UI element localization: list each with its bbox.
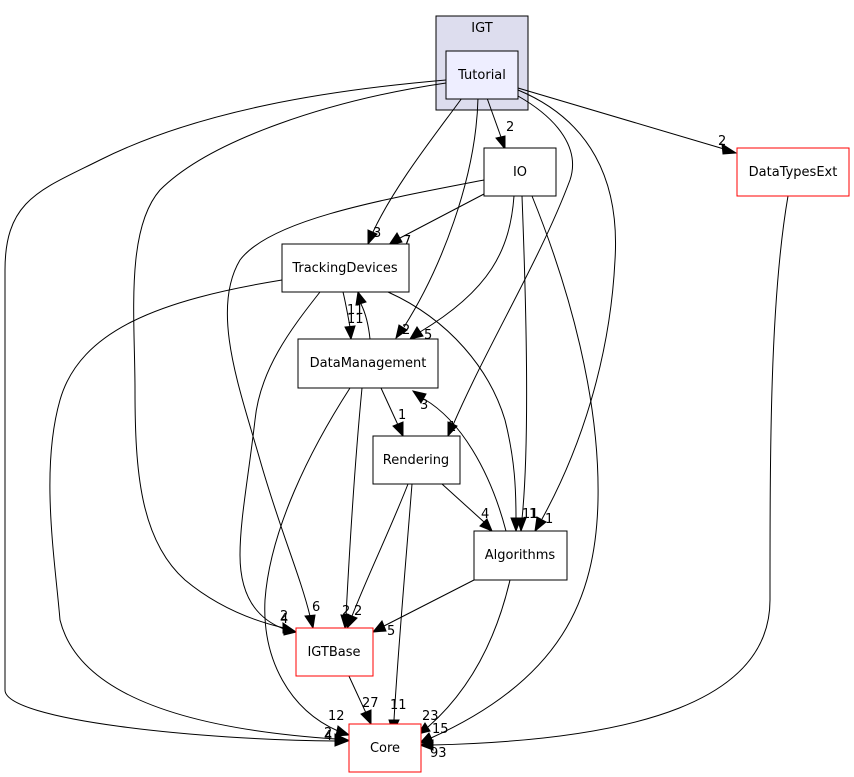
- edge-datamanagement-trackingdevices[interactable]: 11: [347, 290, 371, 340]
- node-core[interactable]: Core: [348, 723, 422, 773]
- edge-datamanagement-core[interactable]: 12: [264, 387, 351, 737]
- node-rendering-label: Rendering: [383, 453, 449, 468]
- edge-datamanagement-igtbase[interactable]: 2: [340, 387, 363, 630]
- edge-algorithms-datamanagement[interactable]: 3: [411, 390, 507, 532]
- node-tutorial[interactable]: Tutorial: [445, 50, 519, 100]
- edge-datamanagement-rendering[interactable]: 1: [380, 387, 406, 438]
- node-rendering-box: [372, 435, 461, 485]
- node-rendering[interactable]: Rendering: [372, 435, 461, 485]
- edge-datatypesext-core[interactable]: 93: [418, 195, 789, 761]
- edge-label-datamanagement-trackingdevices: 11: [347, 303, 364, 318]
- node-datamanagement[interactable]: DataManagement: [297, 338, 439, 389]
- edge-label-tutorial-igtbase: 2: [280, 609, 288, 624]
- edge-label-tutorial-datatypesext: 2: [718, 134, 726, 149]
- edge-label-io-core: 23: [422, 709, 439, 724]
- node-tutorial-box: [445, 50, 519, 100]
- edge-tutorial-rendering[interactable]: 1: [447, 95, 574, 438]
- edge-io-datamanagement[interactable]: 5: [408, 195, 515, 343]
- edge-label-tutorial-rendering: 1: [448, 420, 456, 435]
- node-io-box: [483, 147, 557, 197]
- edge-label-datamanagement-core: 12: [328, 709, 345, 724]
- edge-label-tutorial-core: 2: [324, 726, 332, 741]
- edge-tutorial-trackingdevices[interactable]: 3: [367, 97, 463, 246]
- edge-label-io-algorithms: 11: [522, 507, 539, 522]
- edge-igtbase-core[interactable]: 27: [347, 673, 379, 726]
- node-igtbase-label: IGTBase: [307, 645, 360, 660]
- node-core-box: [348, 723, 422, 773]
- node-trackingdevices-label: TrackingDevices: [291, 261, 398, 276]
- node-algorithms[interactable]: Algorithms: [473, 530, 568, 581]
- edge-label-datamanagement-igtbase: 2: [342, 604, 350, 619]
- cluster-igt-label: IGT: [471, 21, 492, 36]
- edge-label-io-trackingdevices: 7: [403, 234, 411, 249]
- edge-label-algorithms-core: 15: [432, 722, 449, 737]
- edge-label-tutorial-datamanagement: 2: [402, 323, 410, 338]
- edge-label-tutorial-io: 2: [506, 120, 514, 135]
- node-igtbase[interactable]: IGTBase: [295, 627, 374, 677]
- edge-label-io-datamanagement: 5: [424, 328, 432, 343]
- node-algorithms-box: [473, 530, 568, 581]
- edge-label-datamanagement-rendering: 1: [398, 408, 406, 423]
- edge-label-rendering-igtbase: 2: [354, 604, 362, 619]
- edge-io-core[interactable]: 23: [418, 195, 599, 744]
- edge-label-rendering-core: 11: [390, 698, 407, 713]
- edge-label-trackingdevices-datamanagement: 11: [347, 312, 364, 327]
- edge-algorithms-core[interactable]: 15: [416, 579, 511, 737]
- edge-trackingdevices-igtbase[interactable]: 4: [239, 291, 321, 636]
- edge-tutorial-datamanagement[interactable]: 2: [395, 97, 479, 340]
- edge-label-io-igtbase: 6: [312, 600, 320, 615]
- edge-tutorial-algorithms[interactable]: 1: [517, 89, 617, 533]
- node-core-label: Core: [370, 741, 400, 756]
- edge-trackingdevices-algorithms[interactable]: 1: [387, 291, 537, 533]
- edge-label-trackingdevices-core: 4: [324, 729, 332, 744]
- node-trackingdevices[interactable]: TrackingDevices: [281, 243, 410, 293]
- edge-trackingdevices-datamanagement[interactable]: 11: [342, 291, 364, 341]
- node-trackingdevices-box: [281, 243, 410, 293]
- nodes-layer: Tutorial IO DataTypesExt TrackingDevices…: [281, 50, 850, 773]
- edge-label-algorithms-datamanagement: 3: [420, 398, 428, 413]
- node-datatypesext[interactable]: DataTypesExt: [736, 147, 850, 197]
- edge-rendering-algorithms[interactable]: 4: [441, 483, 493, 532]
- node-io[interactable]: IO: [483, 147, 557, 197]
- edge-algorithms-igtbase[interactable]: 5: [371, 579, 475, 639]
- edge-io-algorithms[interactable]: 11: [516, 195, 539, 533]
- edge-label-datatypesext-core: 93: [430, 746, 447, 761]
- edge-trackingdevices-core[interactable]: 4: [49, 279, 350, 745]
- edge-label-rendering-algorithms: 4: [481, 507, 489, 522]
- edge-rendering-igtbase[interactable]: 2: [346, 483, 409, 630]
- edge-label-algorithms-igtbase: 5: [387, 624, 395, 639]
- node-datamanagement-box: [297, 338, 439, 389]
- edge-label-trackingdevices-igtbase: 4: [280, 612, 288, 627]
- node-io-label: IO: [513, 165, 527, 180]
- node-igtbase-box: [295, 627, 374, 677]
- edge-tutorial-io[interactable]: 2: [486, 97, 514, 151]
- node-datatypesext-box: [736, 147, 850, 197]
- edge-io-igtbase[interactable]: 6: [226, 179, 485, 630]
- edge-tutorial-datatypesext[interactable]: 2: [517, 87, 738, 155]
- edges-layer: 2 2 3 2 1 1 2: [4, 79, 789, 761]
- node-datatypesext-label: DataTypesExt: [749, 165, 838, 180]
- edge-label-igtbase-core: 27: [362, 696, 379, 711]
- edge-label-tutorial-algorithms: 1: [545, 512, 553, 527]
- node-datamanagement-label: DataManagement: [310, 356, 427, 371]
- edge-label-tutorial-trackingdevices: 3: [373, 226, 381, 241]
- node-algorithms-label: Algorithms: [485, 548, 556, 563]
- node-tutorial-label: Tutorial: [457, 68, 506, 83]
- edge-io-trackingdevices[interactable]: 7: [387, 193, 485, 249]
- edge-label-trackingdevices-algorithms: 1: [529, 507, 537, 522]
